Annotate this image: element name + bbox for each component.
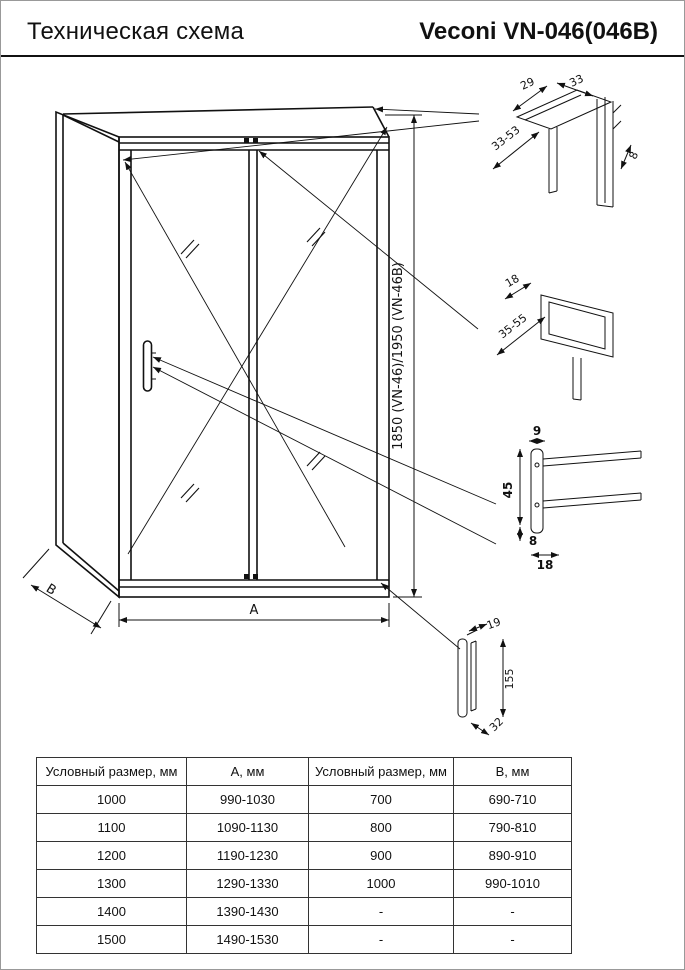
cell: 1090-1130: [186, 813, 309, 842]
table-row: 1300 1290-1330 1000 990-1010: [36, 869, 572, 898]
cell: 1300: [36, 869, 187, 898]
cell: 1490-1530: [186, 925, 309, 954]
cell: 1100: [36, 813, 187, 842]
cell: 1190-1230: [186, 841, 309, 870]
enclosure-frame: [55, 106, 390, 599]
col-header-a-mm: А, мм: [186, 757, 309, 786]
dim-label-155: 155: [503, 669, 516, 690]
detail-wall-profile: [492, 82, 632, 208]
page-header: Техническая схема Veconi VN-046(046B): [1, 1, 684, 57]
cell: -: [308, 925, 454, 954]
col-header-b-mm: В, мм: [453, 757, 572, 786]
dim-depth-label: B: [43, 581, 59, 598]
table-row: 1100 1090-1130 800 790-810: [36, 813, 572, 842]
cell: 1390-1430: [186, 897, 309, 926]
cell: -: [453, 897, 572, 926]
door-rollers: [244, 138, 258, 579]
table-row: 1200 1190-1230 900 890-910: [36, 841, 572, 870]
cell: 900: [308, 841, 454, 870]
cell: 1200: [36, 841, 187, 870]
door-handle: [142, 340, 156, 392]
table-row: 1400 1390-1430 - -: [36, 897, 572, 926]
cell: 1000: [308, 869, 454, 898]
cell: -: [308, 897, 454, 926]
page-title: Техническая схема: [27, 18, 245, 45]
dim-label-18-bracket: 18: [537, 558, 554, 572]
cell: 800: [308, 813, 454, 842]
cell: 990-1010: [453, 869, 572, 898]
cell: 1290-1330: [186, 869, 309, 898]
dim-label-29: 29: [518, 75, 536, 93]
dim-width-label: A: [250, 603, 259, 618]
cell: 990-1030: [186, 785, 309, 814]
model-name: Veconi VN-046(046B): [419, 18, 658, 45]
dim-height-label: 1850 (VN-46)/1950 (VN-46B): [391, 262, 406, 450]
glass-marks: [180, 227, 326, 503]
detail-handle-side: [457, 623, 506, 736]
table-row: 1500 1490-1530 - -: [36, 925, 572, 954]
detail-rail-profile: [496, 282, 614, 401]
dim-label-18-rail: 18: [503, 272, 522, 290]
technical-drawing: 1850 (VN-46)/1950 (VN-46B) A B 29 33 33-…: [22, 72, 642, 736]
dim-label-19: 19: [485, 615, 503, 632]
cell: 690-710: [453, 785, 572, 814]
size-table: Условный размер, мм А, мм Условный разме…: [36, 757, 572, 954]
dimension-lines: [22, 114, 422, 635]
detail-handle-bracket: [517, 438, 642, 558]
dim-label-8-bracket: 8: [529, 534, 537, 548]
cell: 700: [308, 785, 454, 814]
cell: 890-910: [453, 841, 572, 870]
dim-label-33: 33: [567, 72, 585, 90]
cell: 1400: [36, 897, 187, 926]
dim-label-9: 9: [533, 424, 541, 438]
cell: 1000: [36, 785, 187, 814]
leader-lines: [122, 106, 497, 650]
col-header-size-b: Условный размер, мм: [308, 757, 454, 786]
cell: -: [453, 925, 572, 954]
cell: 1500: [36, 925, 187, 954]
table-header-row: Условный размер, мм А, мм Условный разме…: [36, 757, 572, 786]
col-header-size-a: Условный размер, мм: [36, 757, 187, 786]
table-row: 1000 990-1030 700 690-710: [36, 785, 572, 814]
dim-label-35-55: 35-55: [496, 311, 529, 341]
dim-label-45: 45: [501, 482, 515, 499]
dim-label-8-wall: 8: [626, 150, 641, 162]
dim-label-32: 32: [487, 715, 506, 734]
cell: 790-810: [453, 813, 572, 842]
